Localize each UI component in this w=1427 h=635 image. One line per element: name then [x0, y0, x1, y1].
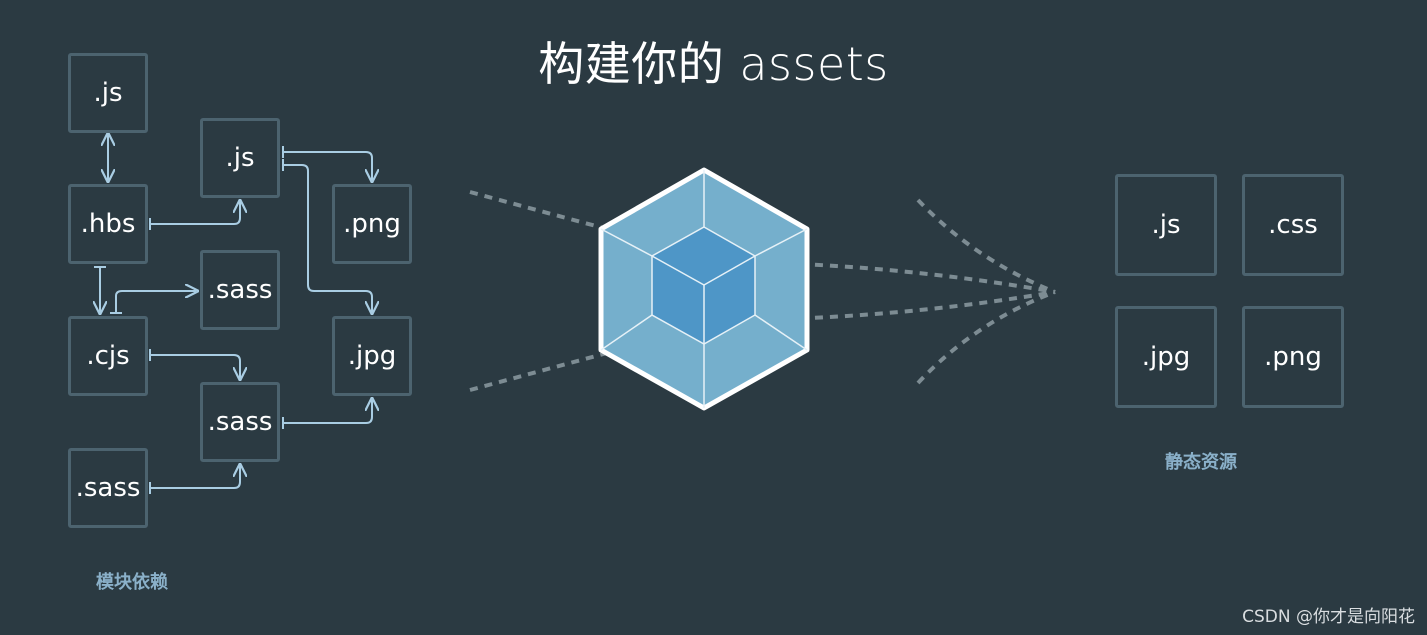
module-box-label: .jpg: [347, 341, 397, 371]
module-box-label: .sass: [207, 275, 273, 305]
arrow-cjs-to-sass-top: [115, 291, 196, 313]
module-box-label: .sass: [207, 407, 273, 437]
module-box-js-right: .js: [200, 118, 280, 198]
asset-box-css: .css: [1242, 174, 1344, 276]
module-box-js: .js: [68, 53, 148, 133]
arrow-hbs-to-js: [150, 202, 240, 225]
arrow-sass-to-sass: [150, 466, 240, 489]
module-box-hbs: .hbs: [68, 184, 148, 264]
module-box-sass-top: .sass: [200, 250, 280, 330]
arrow-js-to-jpg: [283, 164, 372, 312]
module-box-sass-bottom: .sass: [68, 448, 148, 528]
asset-box-label: .png: [1264, 342, 1322, 372]
asset-box-js: .js: [1115, 174, 1217, 276]
modules-caption: 模块依赖: [96, 572, 168, 593]
webpack-cube-icon: [598, 167, 810, 411]
module-box-label: .js: [225, 143, 255, 173]
module-box-jpg: .jpg: [332, 316, 412, 396]
asset-box-jpg: .jpg: [1115, 306, 1217, 408]
arrow-sass-to-jpg: [283, 400, 372, 424]
module-box-cjs: .cjs: [68, 316, 148, 396]
flow-out-arc-top: [916, 198, 1056, 294]
module-box-label: .cjs: [86, 341, 130, 371]
module-box-label: .js: [93, 78, 123, 108]
module-box-label: .png: [343, 209, 401, 239]
flow-out-top: [739, 260, 1056, 294]
module-box-png: .png: [332, 184, 412, 264]
module-box-label: .sass: [75, 473, 141, 503]
arrow-js-to-png: [283, 151, 372, 180]
asset-box-label: .js: [1151, 210, 1181, 240]
flow-out-bottom: [739, 290, 1056, 322]
arrow-cjs-to-sass-mid: [150, 354, 240, 378]
assets-caption: 静态资源: [1165, 452, 1237, 473]
watermark: CSDN @你才是向阳花: [1242, 607, 1415, 627]
asset-box-png: .png: [1242, 306, 1344, 408]
asset-box-label: .css: [1268, 210, 1318, 240]
asset-box-label: .jpg: [1141, 342, 1191, 372]
module-box-sass-middle: .sass: [200, 382, 280, 462]
module-box-label: .hbs: [80, 209, 136, 239]
flow-out-arc-bottom: [916, 290, 1056, 385]
page-title: 构建你的 assets: [538, 37, 889, 91]
